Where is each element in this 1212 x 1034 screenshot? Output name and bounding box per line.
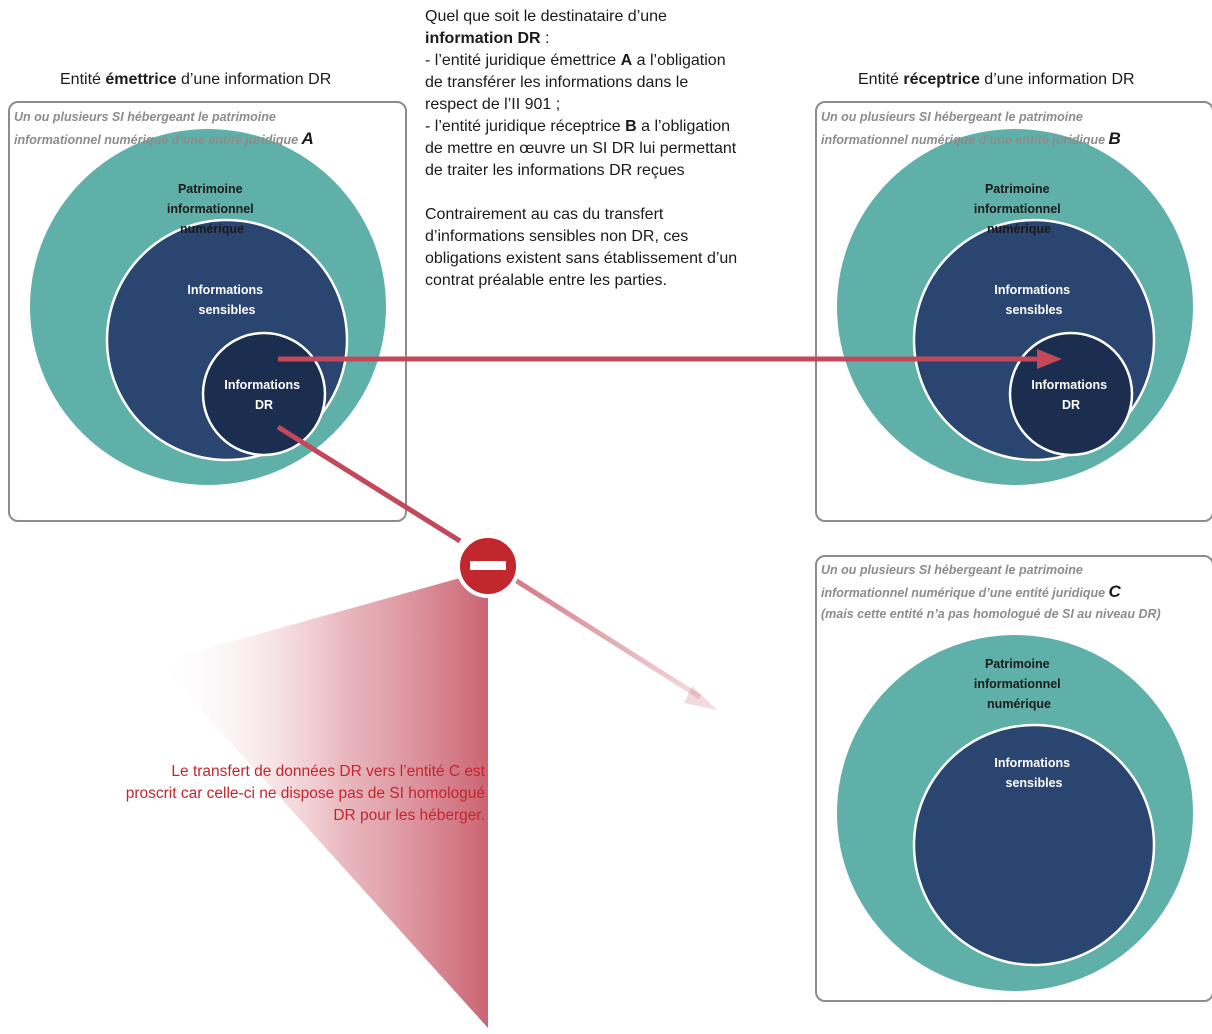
transfer-arrow-a-to-b-head: [1037, 349, 1062, 369]
explanation-text: Quel que soit le destinataire d’une info…: [425, 8, 738, 289]
b-dr-circle: [1008, 331, 1134, 457]
b-patrimoine-label: Patrimoine informationnel numérique: [974, 182, 1064, 236]
warning-cone: [158, 578, 488, 1028]
entity-c-box: [815, 555, 1212, 1002]
receiver-heading: Entité réceptrice d’une information DR: [858, 71, 1135, 88]
entity-c-note: Un ou plusieurs SI hébergeant le patrimo…: [821, 563, 1161, 621]
a-sensibles-label: Informations sensibles: [187, 283, 266, 317]
a-dr-label: Informations DR: [224, 378, 303, 412]
no-entry-icon: [456, 534, 520, 598]
entity-b-note: Un ou plusieurs SI hébergeant le patrimo…: [821, 110, 1121, 148]
b-dr-label: Informations DR: [1031, 378, 1110, 412]
entity-a-note: Un ou plusieurs SI hébergeant le patrimo…: [14, 110, 314, 148]
c-sensibles-circle: [912, 723, 1156, 967]
c-sensibles-label: Informations sensibles: [994, 756, 1073, 790]
blocked-arrow-a-to-c: [276, 424, 462, 544]
sender-heading: Entité émettrice d’une information DR: [60, 71, 332, 88]
blocked-arrow-head: [684, 686, 717, 710]
entity-b-box: [815, 101, 1212, 522]
a-patrimoine-label: Patrimoine informationnel numérique: [167, 182, 257, 236]
blocked-arrow-continuation: [510, 575, 702, 700]
warning-text: Le transfert de données DR vers l’entité…: [125, 763, 485, 824]
entity-a-box: [8, 101, 407, 522]
a-dr-circle: [201, 331, 327, 457]
c-patrimoine-label: Patrimoine informationnel numérique: [974, 657, 1064, 711]
b-sensibles-label: Informations sensibles: [994, 283, 1073, 317]
